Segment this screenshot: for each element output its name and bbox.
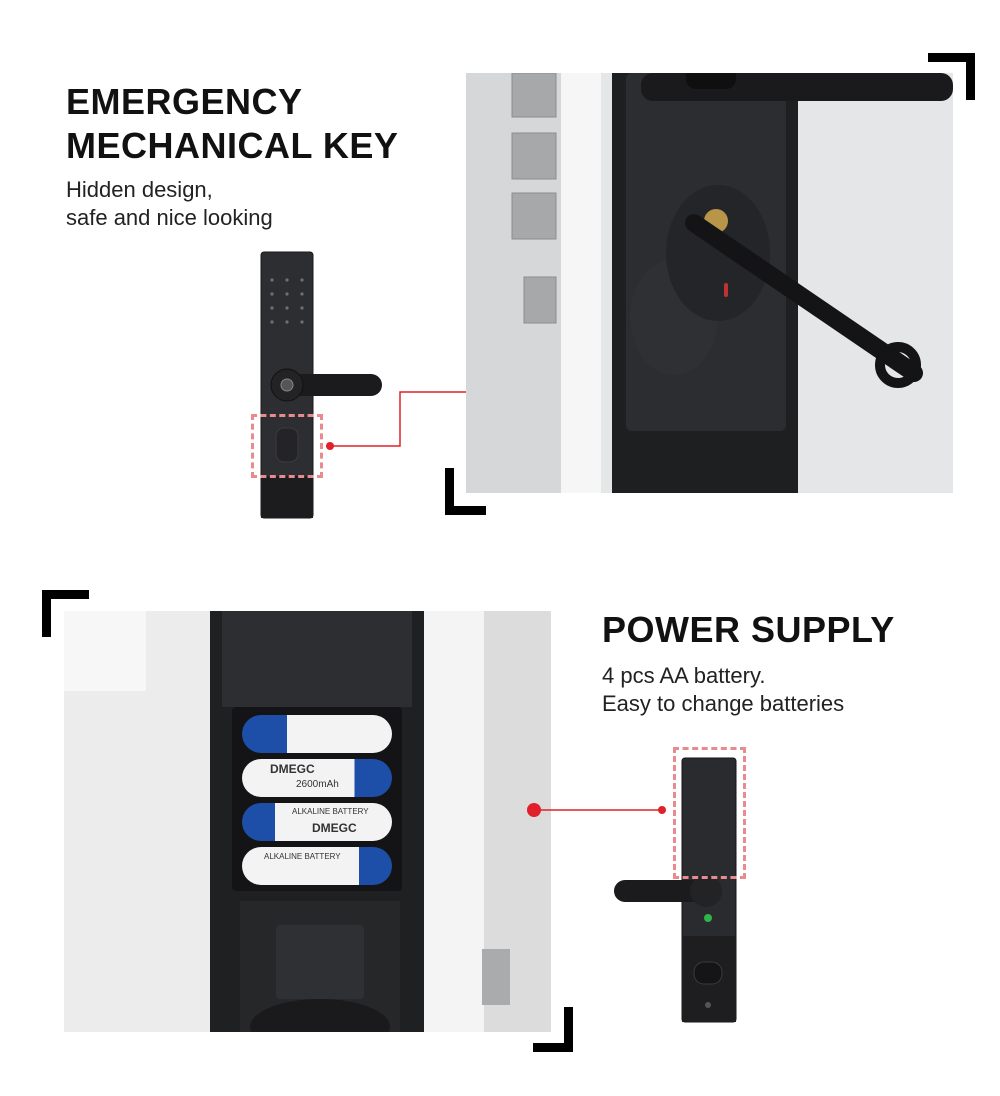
battery-cover-highlight [673, 747, 746, 879]
key-subtitle-line1: Hidden design, [66, 177, 213, 202]
battery-type-label-2: ALKALINE BATTERY [264, 852, 341, 861]
battery-capacity-label: 2600mAh [296, 779, 339, 790]
bracket-bottom-top-left [42, 590, 89, 637]
battery-type-label: ALKALINE BATTERY [292, 807, 369, 816]
keyhole-highlight [251, 414, 323, 478]
battery-brand-label: DMEGC [270, 762, 315, 776]
battery-4: ALKALINE BATTERY [242, 847, 392, 885]
power-title: POWER SUPPLY [602, 609, 895, 650]
power-subtitle-line2: Easy to change batteries [602, 691, 845, 716]
battery-1 [242, 715, 392, 753]
battery-2: DMEGC 2600mAh [242, 759, 392, 797]
key-section-text: EMERGENCY MECHANICAL KEY Hidden design, … [66, 80, 446, 232]
key-title-line1: EMERGENCY [66, 81, 303, 122]
key-subtitle-line2: safe and nice looking [66, 205, 273, 230]
battery-compartment-photo: DMEGC 2600mAh ALKALINE BATTERY DMEGC ALK… [64, 611, 551, 1032]
lock-rear-view [610, 756, 750, 1024]
bracket-top-right [928, 53, 975, 100]
bracket-bottom-bottom-right [533, 1007, 573, 1052]
key-closeup-photo [466, 73, 953, 493]
lock-front-view [240, 250, 400, 522]
power-subtitle-line1: 4 pcs AA battery. [602, 663, 766, 688]
battery-connector [520, 796, 680, 826]
battery-3: ALKALINE BATTERY DMEGC [242, 803, 392, 841]
battery-brand-label-2: DMEGC [312, 821, 357, 835]
bracket-top-left-bottom [445, 468, 486, 515]
key-title-line2: MECHANICAL KEY [66, 125, 399, 166]
power-section-text: POWER SUPPLY 4 pcs AA battery. Easy to c… [602, 608, 962, 718]
